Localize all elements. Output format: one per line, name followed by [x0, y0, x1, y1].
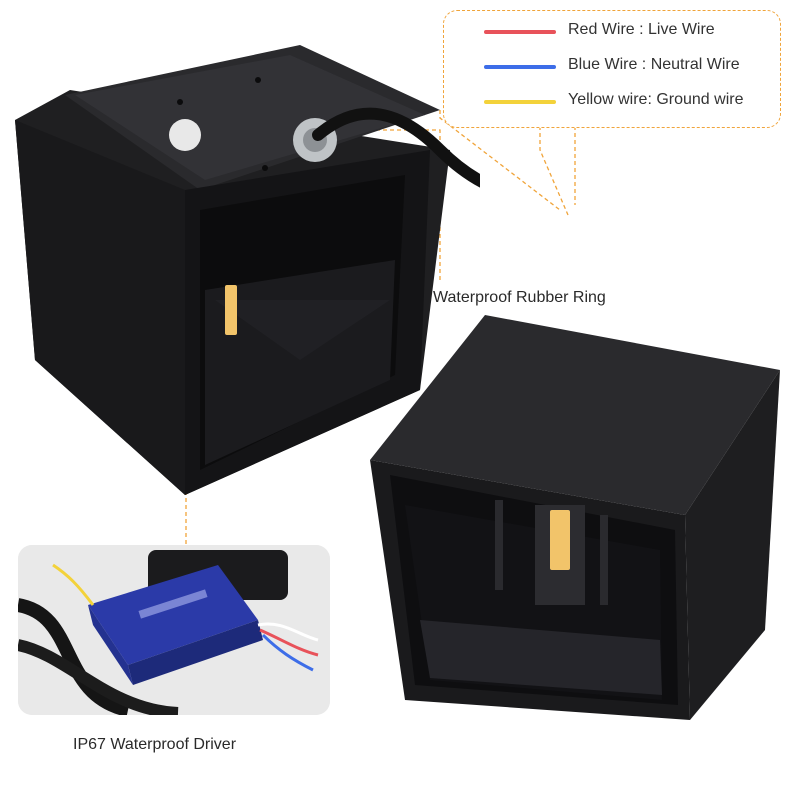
red-wire-swatch [484, 30, 556, 34]
wall-lamp-front-view [370, 315, 780, 720]
blue-wire-label: Blue Wire : Neutral Wire [568, 56, 740, 73]
leader-wire-2 [539, 112, 569, 216]
legend-row-blue: Blue Wire : Neutral Wire [484, 54, 784, 78]
blue-wire-swatch [484, 65, 556, 69]
red-wire-label: Red Wire : Live Wire [568, 21, 715, 38]
driver-caption: IP67 Waterproof Driver [73, 736, 237, 753]
legend-row-yellow: Yellow wire: Ground wire [484, 89, 784, 113]
legend-row-red: Red Wire : Live Wire [484, 19, 784, 43]
leader-wire-1 [439, 110, 561, 211]
driver-illustration [18, 545, 330, 715]
led-driver-photo [18, 545, 330, 715]
yellow-wire-swatch [484, 100, 556, 104]
wire-color-legend: Red Wire : Live Wire Blue Wire : Neutral… [443, 10, 781, 128]
wall-lamp-back-view [15, 45, 480, 495]
yellow-wire-label: Yellow wire: Ground wire [568, 91, 744, 108]
rubber-ring-caption: Waterproof Rubber Ring [433, 289, 606, 306]
